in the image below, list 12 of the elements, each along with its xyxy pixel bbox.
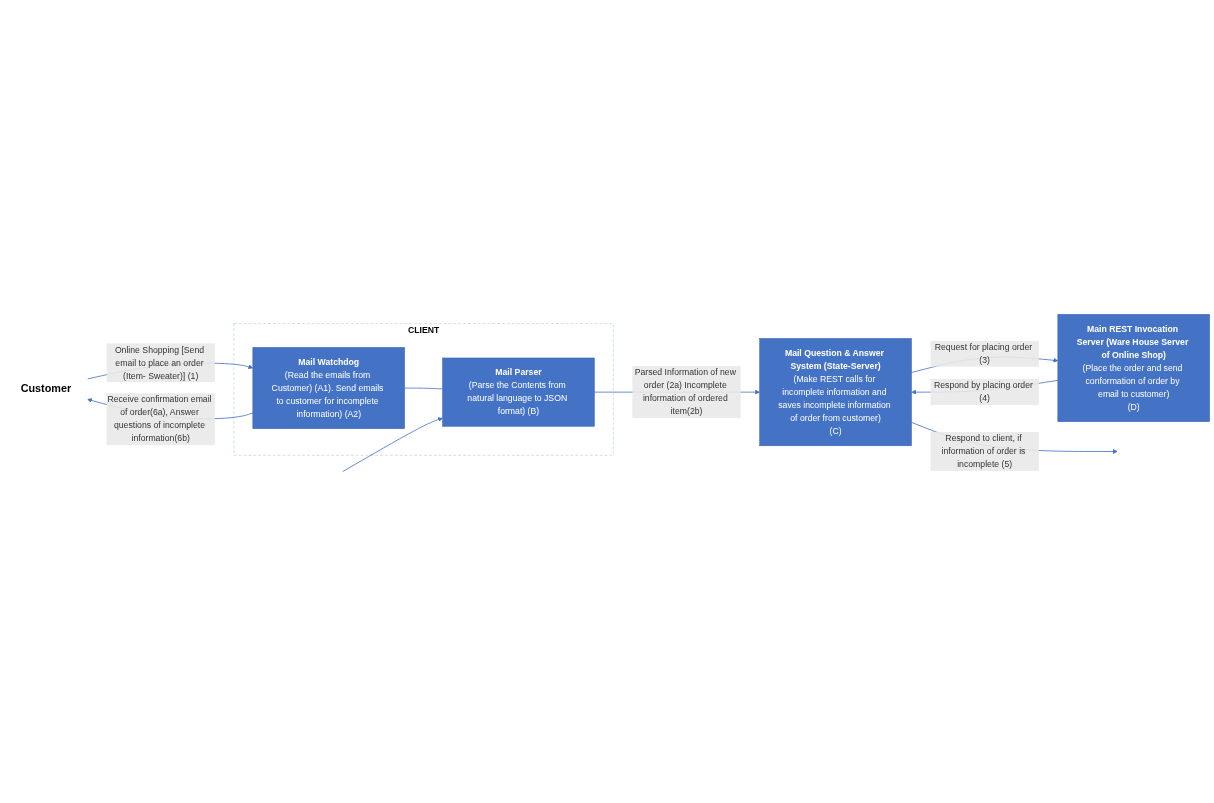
connector bbox=[404, 388, 443, 390]
node-box: Main REST Invocation Server (Ware House Server of Online Shop) (Place the order and send conformation of order by email to customer) (D) bbox=[1057, 314, 1210, 423]
edge-label: Receive confirmation email of order(6a), Answer questions of incomplete information(6b) bbox=[107, 395, 212, 444]
node-box: Mail Question & Answer System (State-Server) (Make REST calls for incomplete information and saves incomplete information of order from customer) (C) bbox=[759, 338, 912, 447]
edge-label: Online Shopping [Send email to place an order (Item- Sweater)] (1) bbox=[114, 345, 205, 381]
node-box: Mail Watchdog (Read the emails from Customer) (A1). Send emails to customer for incomplete information) (A2) bbox=[252, 347, 405, 430]
edge-label: Respond by placing order (4) bbox=[934, 381, 1033, 404]
edge-label: Respond to client, if information of order is incomplete (5) bbox=[941, 434, 1026, 470]
node-box: Mail Parser (Parse the Contents from natural language to JSON format) (B) bbox=[442, 358, 595, 427]
edge-label: Request for placing order (3) bbox=[934, 342, 1033, 365]
node-text: Customer bbox=[20, 382, 72, 395]
edge-label: Parsed Information of new order (2a) Incomplete information of ordered item(2b) bbox=[634, 368, 736, 417]
